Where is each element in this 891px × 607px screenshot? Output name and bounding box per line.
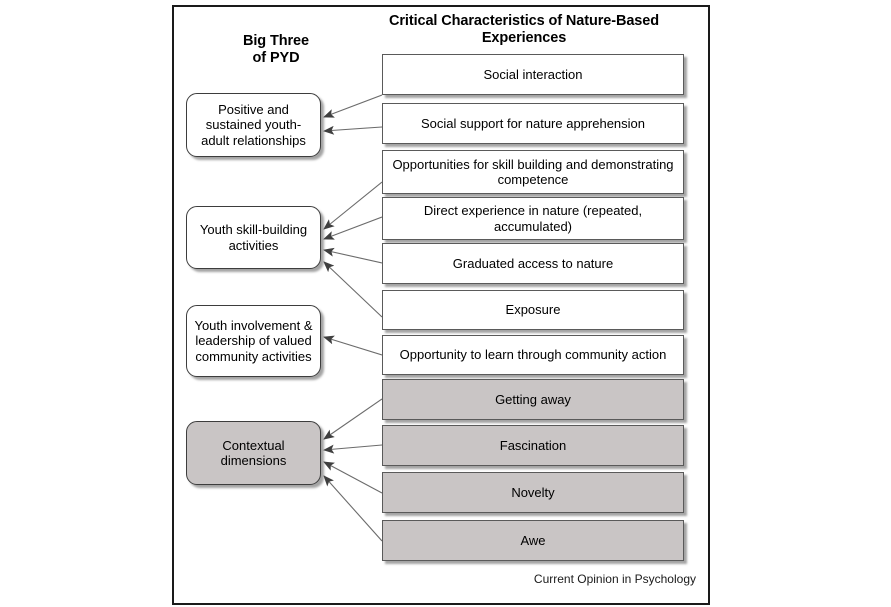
arrow-getting-away bbox=[323, 398, 383, 440]
characteristic-box-social-interaction[interactable]: Social interaction bbox=[382, 54, 684, 95]
characteristic-box-exposure[interactable]: Exposure bbox=[382, 290, 684, 330]
arrow-novelty bbox=[323, 461, 383, 494]
characteristic-box-graduated-access[interactable]: Graduated access to nature bbox=[382, 243, 684, 284]
arrow-group bbox=[323, 94, 383, 542]
characteristic-box-getting-away[interactable]: Getting away bbox=[382, 379, 684, 420]
arrow-community-action bbox=[323, 335, 383, 356]
characteristic-box-label: Getting away bbox=[495, 391, 571, 407]
characteristic-box-skill-opportunities[interactable]: Opportunities for skill building and dem… bbox=[382, 150, 684, 194]
arrow-social-support bbox=[323, 125, 383, 135]
characteristic-box-label: Direct experience in nature (repeated, a… bbox=[423, 203, 643, 234]
characteristic-box-label: Exposure bbox=[505, 302, 561, 318]
characteristic-box-awe[interactable]: Awe bbox=[382, 520, 684, 561]
arrow-social-interaction bbox=[323, 94, 383, 118]
arrow-graduated-access bbox=[323, 247, 383, 264]
characteristic-box-label: Social support for nature apprehension bbox=[420, 115, 646, 131]
arrow-skill-opportunities bbox=[323, 181, 383, 230]
characteristic-box-label: Awe bbox=[520, 532, 546, 548]
characteristic-box-label: Fascination bbox=[499, 437, 567, 453]
pyd-box-label: Contextual dimensions bbox=[220, 437, 287, 469]
pyd-box-skill-building[interactable]: Youth skill-building activities bbox=[186, 206, 321, 269]
characteristic-box-label: Graduated access to nature bbox=[452, 255, 614, 271]
connector-layer bbox=[323, 94, 383, 542]
characteristic-box-label: Opportunity to learn through community a… bbox=[399, 347, 667, 363]
characteristic-box-label: Novelty bbox=[511, 484, 555, 500]
pyd-box-positive-relationships[interactable]: Positive and sustained youth-adult relat… bbox=[186, 93, 321, 157]
pyd-box-contextual-dimensions[interactable]: Contextual dimensions bbox=[186, 421, 321, 485]
arrow-exposure bbox=[323, 261, 383, 318]
characteristic-box-direct-experience[interactable]: Direct experience in nature (repeated, a… bbox=[382, 197, 684, 240]
pyd-box-label: Youth skill-building activities bbox=[199, 222, 308, 253]
arrow-direct-experience bbox=[323, 216, 383, 240]
characteristic-box-novelty[interactable]: Novelty bbox=[382, 472, 684, 513]
pyd-box-label: Positive and sustained youth-adult relat… bbox=[201, 101, 306, 148]
characteristic-box-label: Social interaction bbox=[483, 66, 583, 82]
characteristic-box-community-action[interactable]: Opportunity to learn through community a… bbox=[382, 335, 684, 375]
characteristic-box-fascination[interactable]: Fascination bbox=[382, 425, 684, 466]
characteristic-box-label: Opportunities for skill building and dem… bbox=[392, 156, 674, 188]
characteristic-box-social-support[interactable]: Social support for nature apprehension bbox=[382, 103, 684, 144]
arrow-awe bbox=[323, 475, 383, 542]
journal-credit: Current Opinion in Psychology bbox=[533, 572, 696, 586]
pyd-box-label: Youth involvement & leadership of valued… bbox=[194, 317, 313, 364]
pyd-box-youth-involvement[interactable]: Youth involvement & leadership of valued… bbox=[186, 305, 321, 377]
arrow-fascination bbox=[323, 444, 383, 454]
header-critical-characteristics: Critical Characteristics of Nature-Based… bbox=[389, 13, 659, 46]
